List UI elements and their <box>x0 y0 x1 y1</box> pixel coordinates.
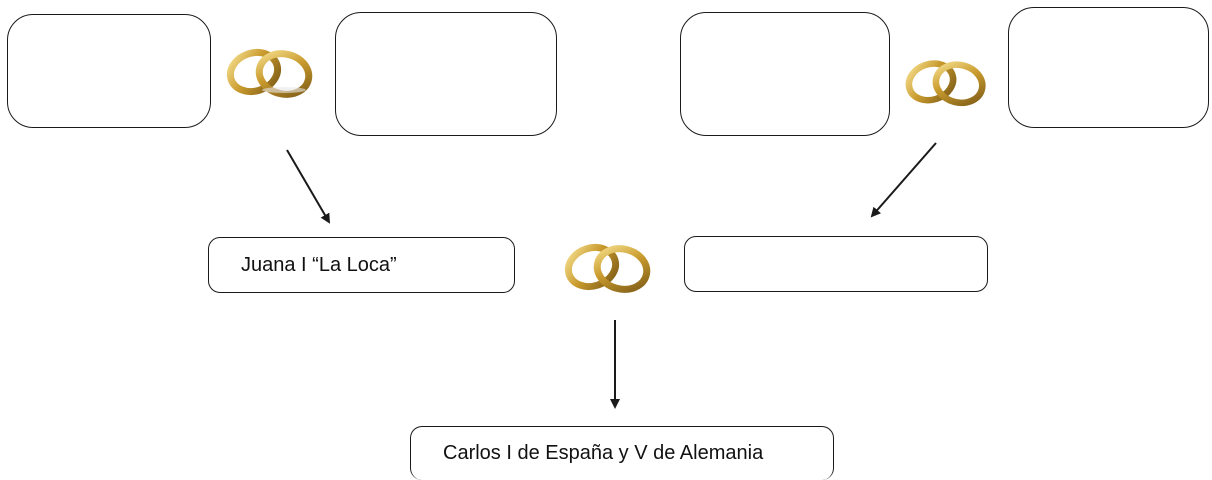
parent-label-left: Juana I “La Loca” <box>241 253 397 276</box>
child-box[interactable]: Carlos I de España y V de Alemania <box>410 426 834 480</box>
arrow-icon <box>870 142 937 218</box>
grandparent-box-top-right-2[interactable] <box>1008 7 1209 128</box>
parent-box-left[interactable]: Juana I “La Loca” <box>208 237 515 293</box>
wedding-rings-icon <box>564 243 651 293</box>
wedding-rings-icon <box>226 48 313 98</box>
grandparent-box-top-left-1[interactable] <box>7 14 211 128</box>
arrow-icon <box>286 149 331 224</box>
child-label: Carlos I de España y V de Alemania <box>443 442 764 464</box>
grandparent-box-top-right-1[interactable] <box>680 12 890 136</box>
parent-box-right[interactable] <box>684 236 988 292</box>
wedding-rings-icon <box>905 60 986 107</box>
grandparent-box-top-left-2[interactable] <box>335 12 557 136</box>
